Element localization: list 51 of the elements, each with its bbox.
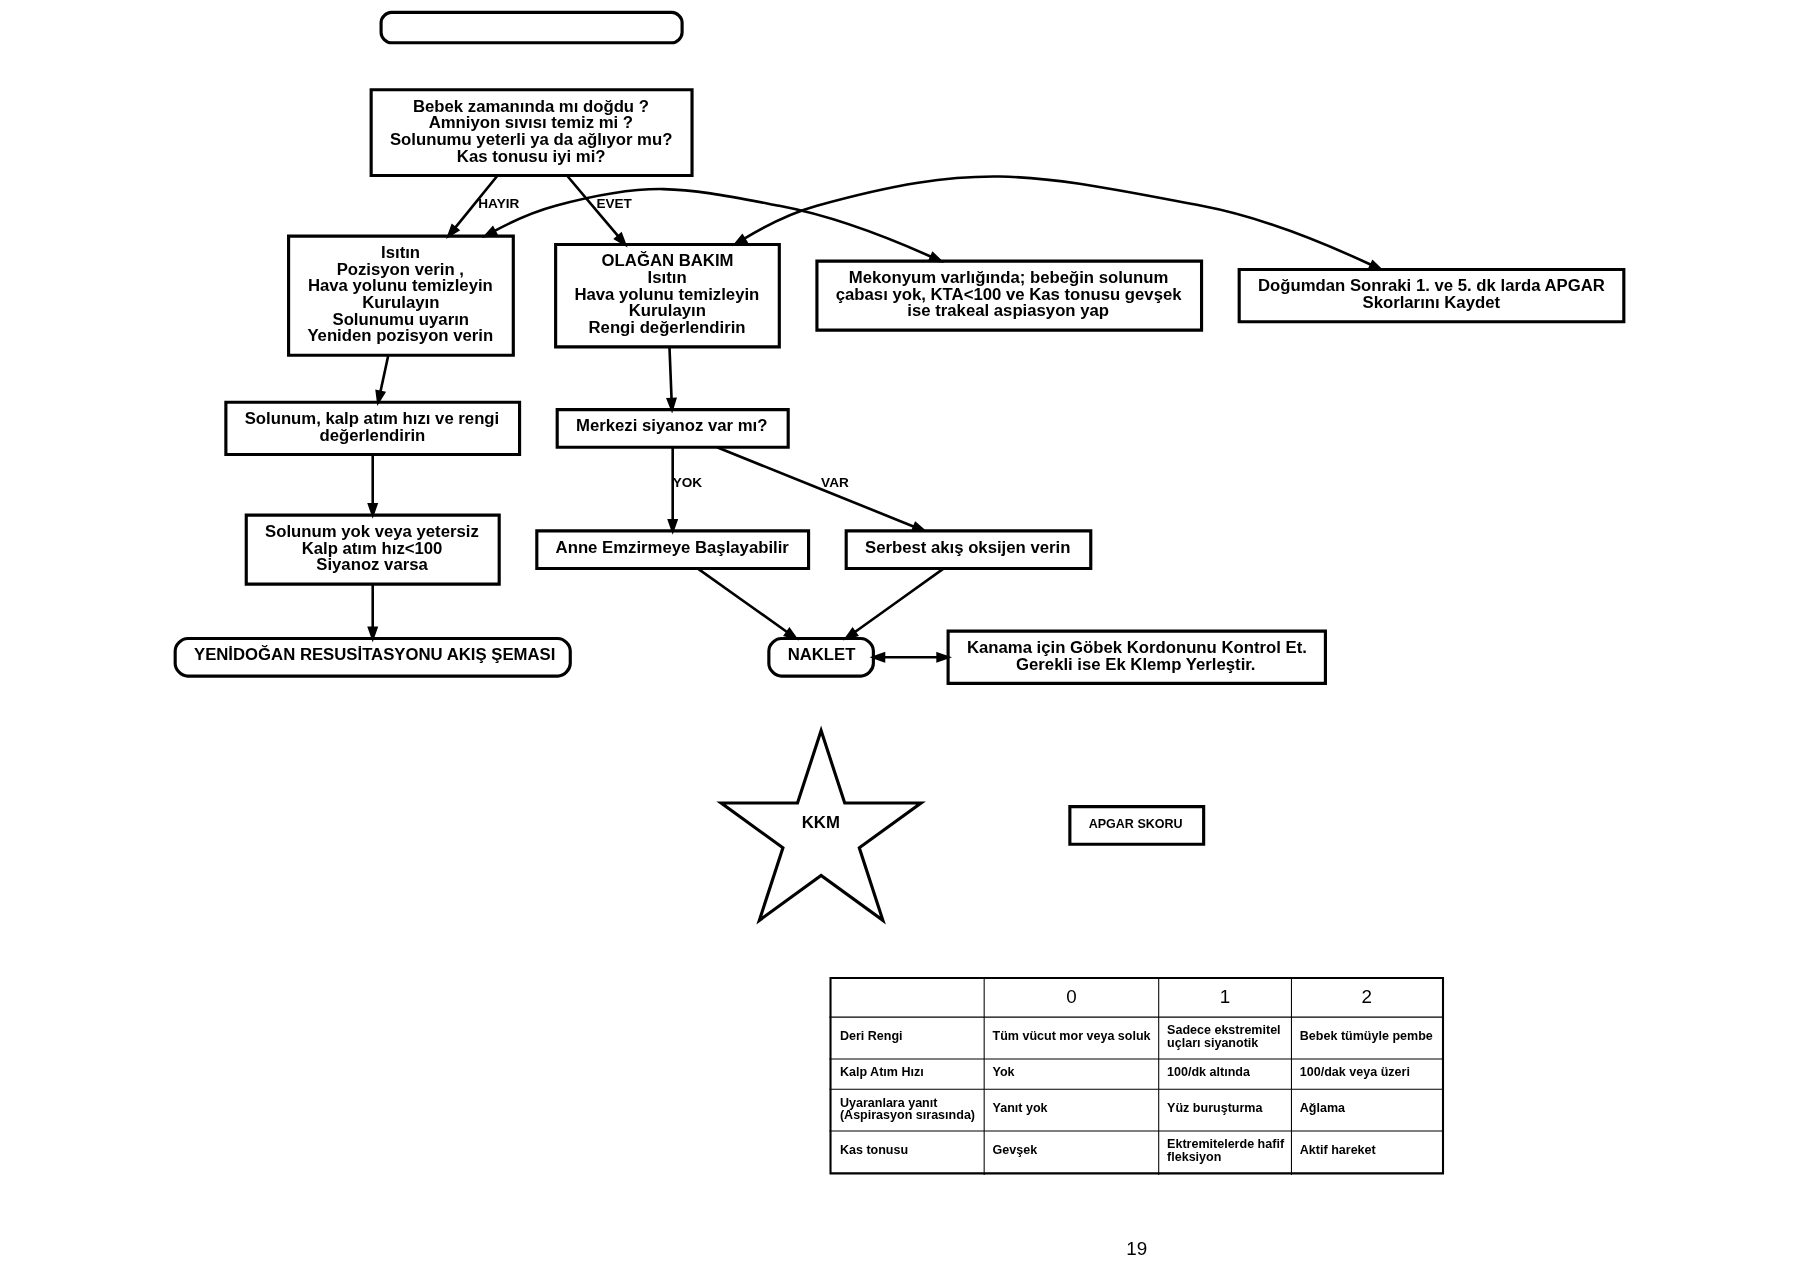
label: 100/dak veya üzeri	[1299, 1065, 1410, 1080]
arrow	[446, 174, 499, 240]
arrow	[697, 567, 800, 641]
label: 1	[1219, 985, 1231, 1007]
label: Kas tonusu	[839, 1143, 909, 1158]
label: 0	[1066, 985, 1077, 1007]
label: 2	[1361, 985, 1372, 1007]
label: Gevşek	[992, 1143, 1038, 1158]
node-box: YENİDOĞAN RESUSİTASYONU AKIŞ ŞEMASI	[173, 636, 572, 678]
edge-label: HAYIR	[478, 196, 520, 212]
node-box: Isıtın Pozisyon verin , Hava yolunu temizleyin Kurulayın Solunumu uyarın Yeniden pozisyon verin	[287, 234, 515, 357]
node-box: Mekonyum varlığında; bebeğin solunum çabası yok, KTA<100 ve Kas tonusu gevşek ise trakeal aspiasyon yap	[815, 259, 1204, 332]
label: Uyaranlara yanıt (Aspirasyon sırasında)	[839, 1095, 976, 1123]
node-box: APGAR SKORU	[1068, 805, 1206, 846]
edge-label: VAR	[821, 475, 849, 491]
label: Deri Rengi	[839, 1029, 903, 1044]
arrow	[716, 446, 928, 533]
arrow	[375, 355, 390, 407]
node-box: OLAĞAN BAKIM Isıtın Hava yolunu temizleyin Kurulayın Rengi değerlendirin	[554, 242, 781, 349]
label: Sadece ekstremitel uçları siyanotik	[1167, 1023, 1281, 1051]
node-box: Merkezi siyanoz var mı?	[555, 408, 790, 449]
edge-label: EVET	[596, 196, 632, 212]
node-box	[379, 10, 684, 45]
label: Ağlama	[1299, 1101, 1346, 1116]
arrow	[565, 174, 628, 248]
label: Ektremitelerde hafif fleksiyon	[1167, 1137, 1285, 1164]
label: Yanıt yok	[992, 1101, 1048, 1116]
node-box: NAKLET	[767, 636, 875, 678]
arrow	[843, 567, 945, 641]
node-box: Doğumdan Sonraki 1. ve 5. dk larda APGAR Skorlarını Kaydet	[1237, 267, 1626, 324]
arrow	[481, 187, 945, 263]
node-box: Solunum yok veya yetersiz Kalp atım hız<100 Siyanoz varsa	[244, 513, 501, 586]
label: Kalp Atım Hızı	[839, 1065, 924, 1080]
arrow	[869, 651, 953, 663]
label: Bebek tümüyle pembe	[1299, 1029, 1433, 1044]
arrow	[667, 447, 679, 535]
arrow	[367, 454, 379, 519]
node-box: Solunum, kalp atım hızı ve rengi değerlendirin	[224, 400, 522, 457]
node-box: Bebek zamanında mı doğdu ? Amniyon sıvısı temiz mi ? Solunumu yeterli ya da ağlıyor mu? Kas tonusu iyi mi?	[369, 88, 694, 178]
label: Yok	[992, 1065, 1015, 1080]
node-box: Anne Emzirmeye Başlayabilir	[535, 529, 811, 571]
label: Yüz buruşturma	[1167, 1101, 1263, 1116]
edge-label: YOK	[672, 475, 703, 491]
node-box: Kanama için Göbek Kordonunu Kontrol Et. Gerekli ise Ek Klemp Yerleştir.	[946, 629, 1327, 685]
label: 19	[1126, 1238, 1148, 1260]
node-box: Serbest akış oksijen verin	[844, 529, 1093, 571]
label: Tüm vücut mor veya soluk	[992, 1029, 1151, 1044]
arrow	[367, 584, 379, 643]
label: Aktif hareket	[1299, 1143, 1376, 1158]
arrow	[666, 347, 677, 414]
label: 100/dk altında	[1167, 1065, 1250, 1080]
